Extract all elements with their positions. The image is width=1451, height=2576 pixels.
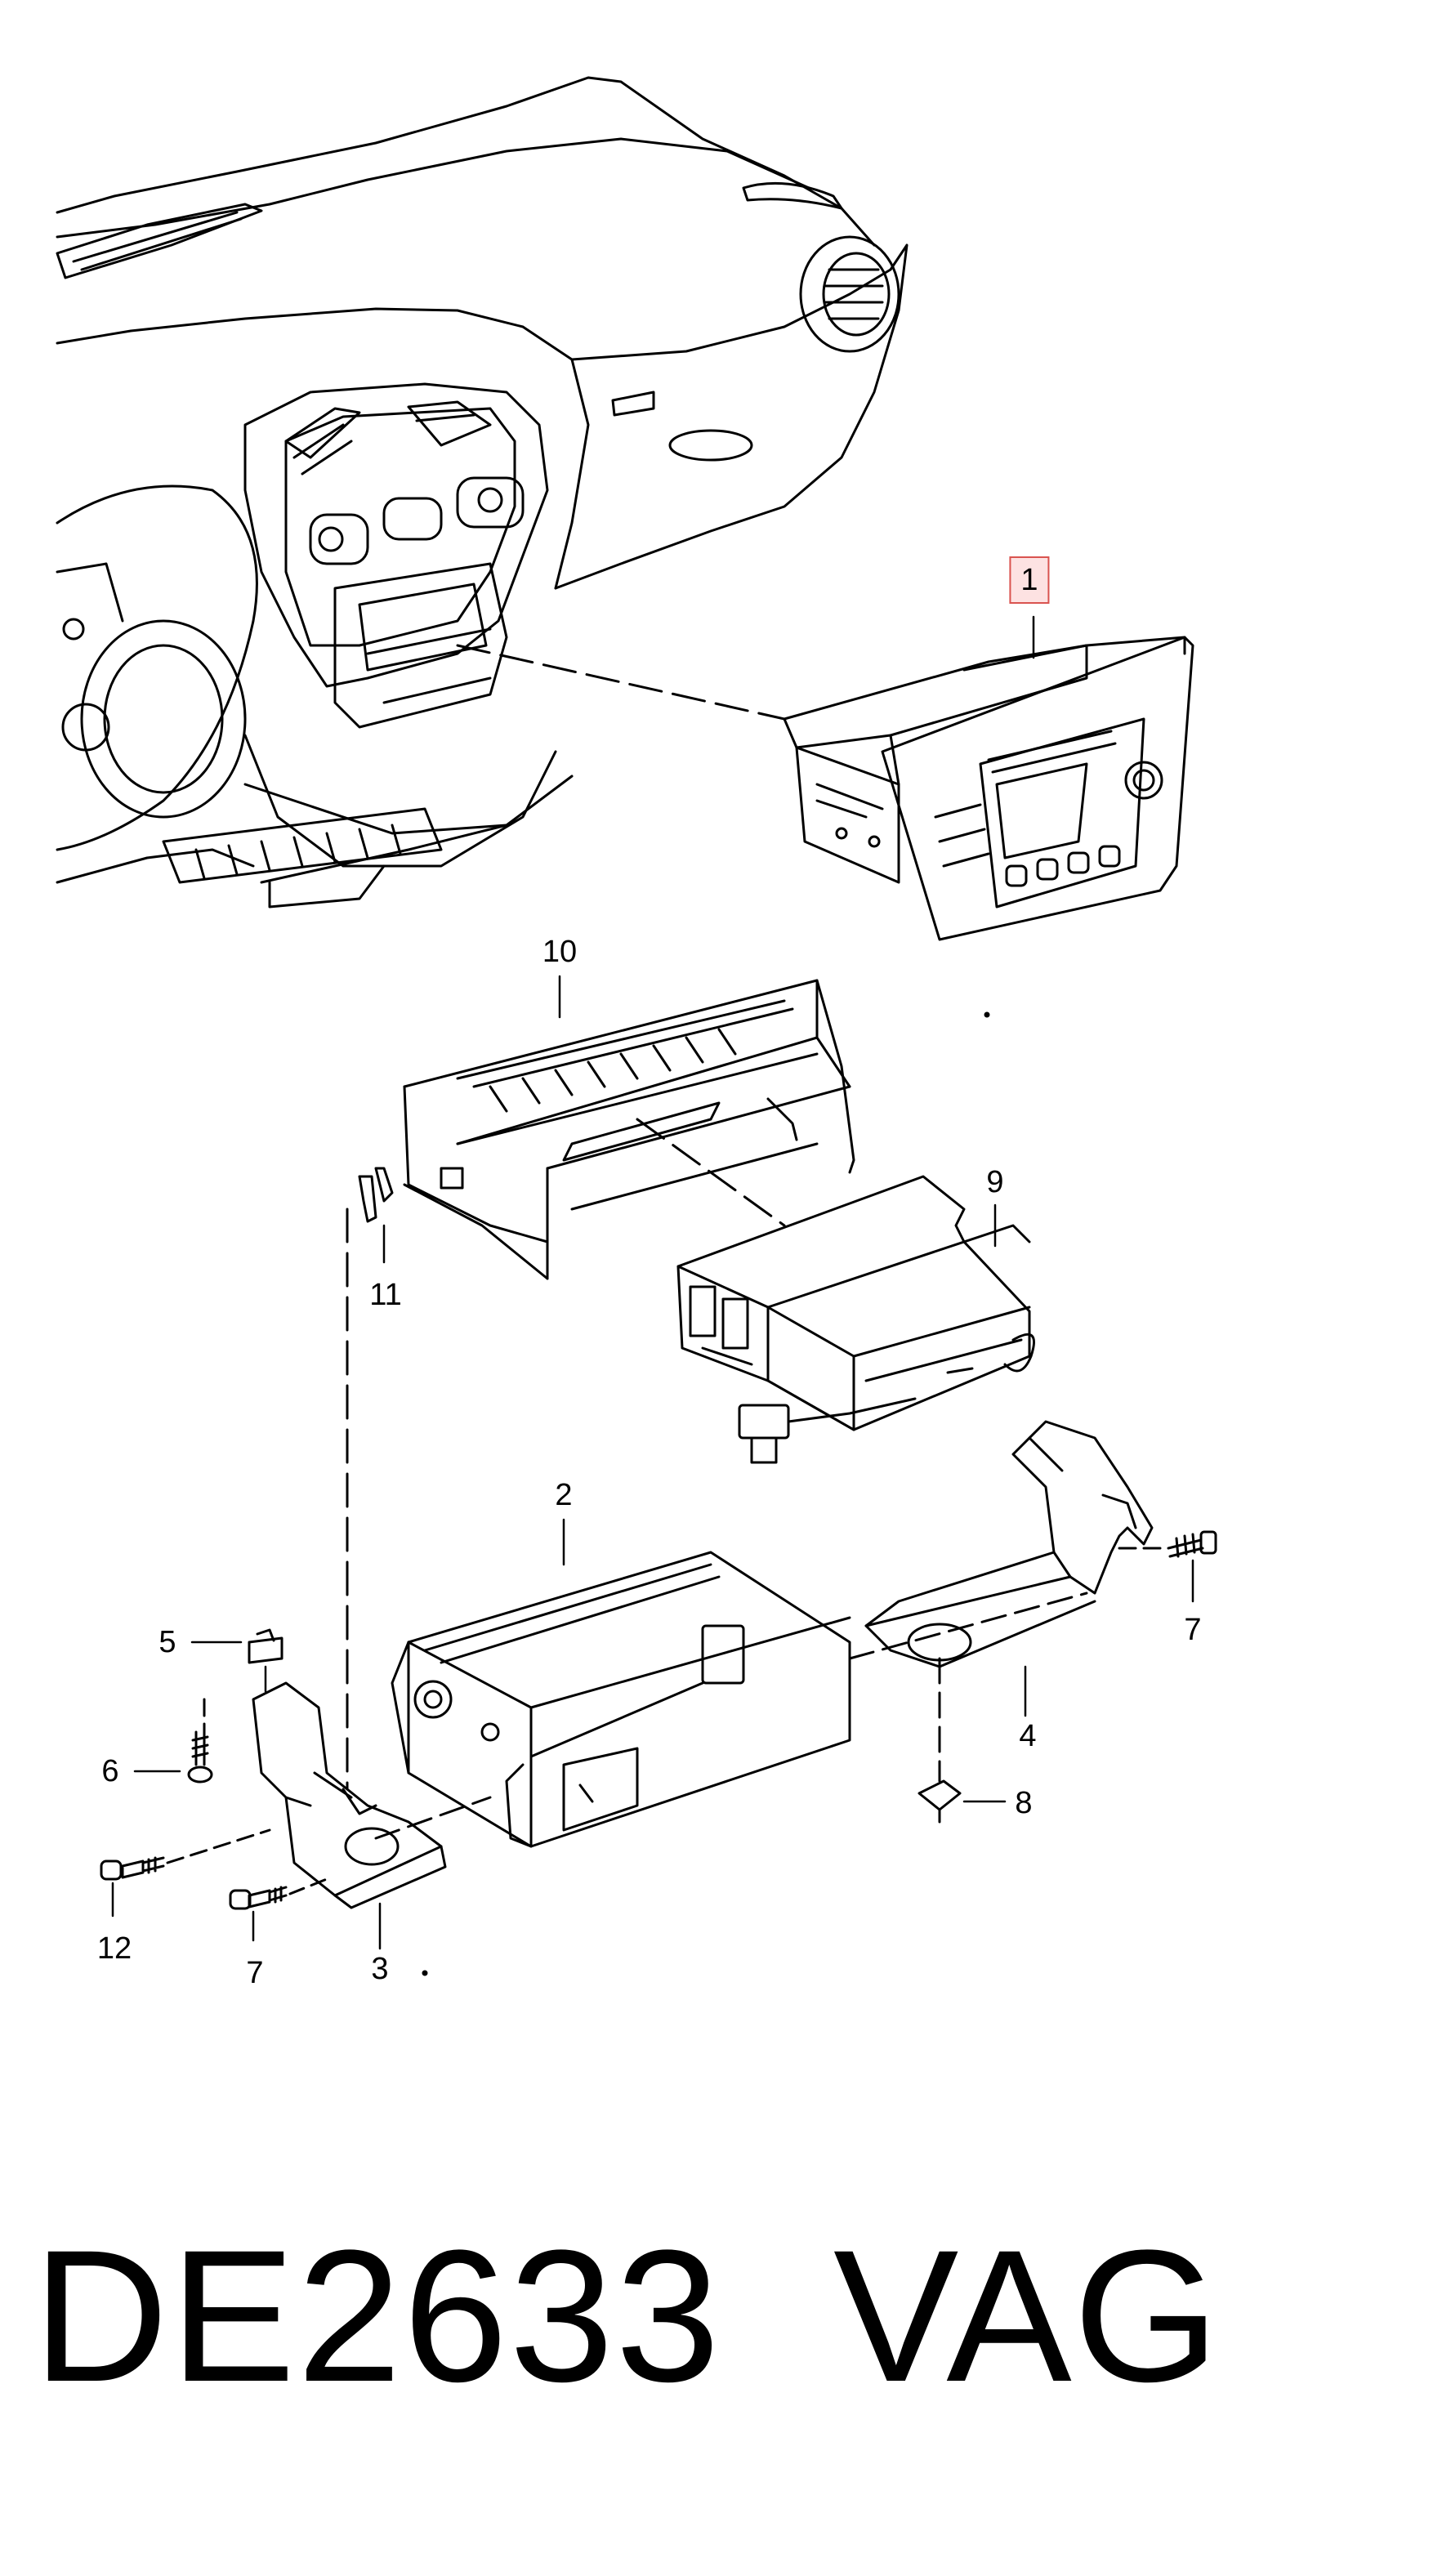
callout-6: 6 [101,1754,119,1788]
screw-7-left-illustration [229,1886,288,1910]
callout-7-left: 7 [246,1956,264,1990]
screw-6-illustration [187,1730,213,1784]
bolt-7-right-illustration [1167,1530,1217,1558]
part-number-label: DE2633 [33,2211,722,2421]
callout-5: 5 [158,1625,176,1659]
screw-12-illustration [100,1856,165,1881]
callout-9: 9 [986,1165,1004,1199]
dash-leader-bracket [848,1592,1088,1660]
dashboard-illustration [56,76,909,909]
left-bracket-illustration [252,1681,447,1909]
dash-leader-7-left [288,1877,328,1895]
callout-4: 4 [1019,1719,1037,1753]
clip-8-illustration [917,1779,962,1824]
radio-module-illustration [676,1175,1035,1464]
radio-unit-illustration [783,636,1194,941]
callout-10: 10 [542,935,578,969]
dash-leader-12 [166,1828,271,1864]
footer-caption: DE2633 VAG [0,2222,1451,2467]
mounting-frame-illustration [374,979,855,1280]
dash-leader-left-bracket [374,1796,492,1840]
exploded-parts-diagram [56,76,1217,1976]
callout-12: 12 [96,1931,132,1966]
cd-changer-illustration [391,1551,851,1848]
callout-11: 11 [369,1278,402,1312]
nut-5-illustration [248,1628,284,1664]
dash-leader-frame [636,1118,786,1227]
callout-8: 8 [1015,1786,1033,1820]
callout-1: 1 [1009,556,1050,604]
dash-leader-radio [456,644,786,721]
right-bracket-illustration [864,1420,1154,1668]
callout-2: 2 [555,1478,573,1512]
callout-3: 3 [371,1952,389,1986]
callout-7-right: 7 [1184,1613,1202,1647]
clip-11 [358,1175,377,1223]
brand-label: VAG [833,2211,1221,2421]
